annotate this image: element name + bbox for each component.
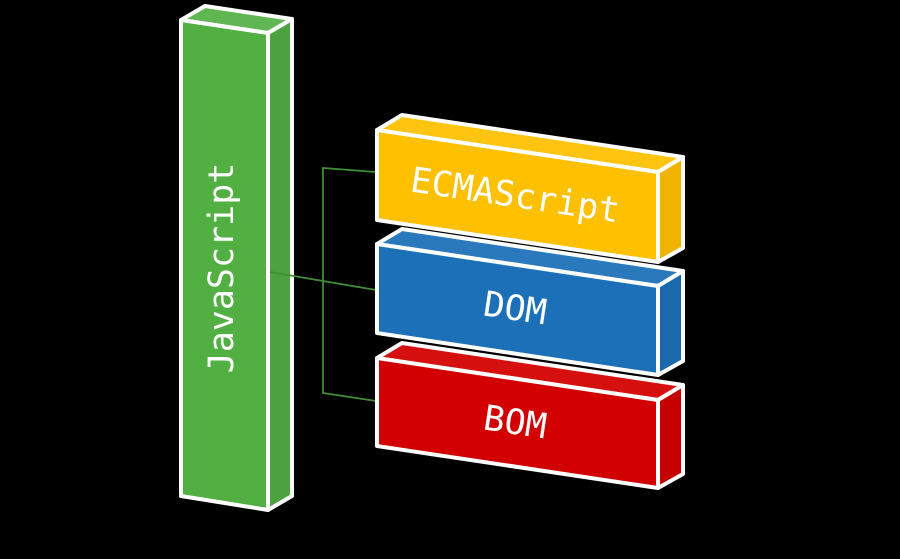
ecmascript-block-front (375, 128, 660, 264)
dom-block-label: DOM (481, 285, 549, 334)
ecmascript-block-side (656, 155, 685, 264)
bom-block-front (375, 356, 660, 490)
bom-block: BOM (375, 341, 685, 490)
ecmascript-block: ECMAScript (375, 113, 685, 264)
connector-bracket (322, 167, 377, 402)
javascript-block-front (179, 18, 270, 512)
bom-block-label: BOM (481, 399, 549, 448)
bom-block-side (656, 383, 685, 490)
javascript-block: JavaScript (179, 4, 294, 512)
dom-block: DOM (375, 227, 685, 377)
dom-block-front (375, 242, 660, 377)
connector-lines (269, 167, 377, 402)
javascript-block-side (266, 17, 294, 512)
javascript-block-label: JavaScript (202, 163, 242, 374)
dom-block-side (656, 269, 685, 377)
